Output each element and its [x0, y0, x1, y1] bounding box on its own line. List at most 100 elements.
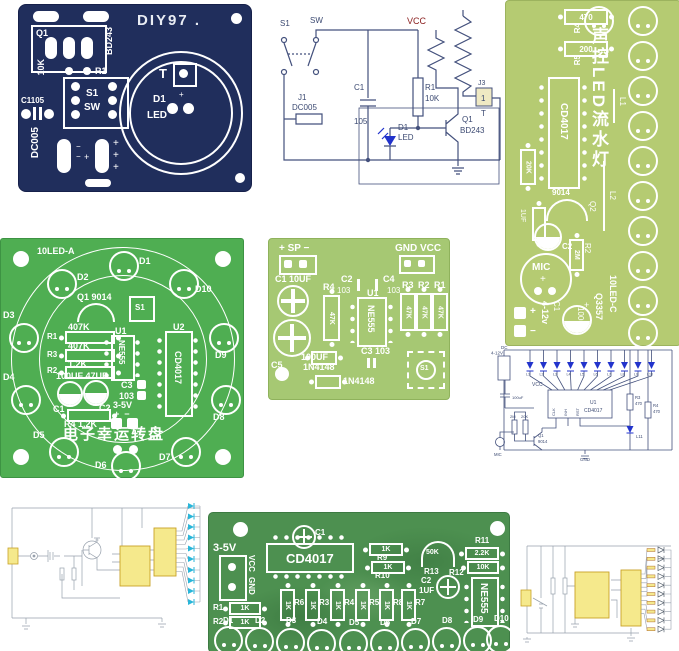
resistor-r2: 1K	[229, 616, 261, 629]
ref-r3: R3	[47, 350, 58, 359]
led-label: L6	[594, 373, 598, 377]
ic-pad-column	[539, 81, 544, 185]
ref-r10: R10	[375, 571, 390, 580]
ic-cd4017-outline: CD4017	[165, 331, 193, 417]
ic-ne555-outline: NE555	[357, 297, 387, 347]
solder-pad	[83, 11, 109, 22]
value-1uf: 1UF	[419, 586, 435, 595]
resistor-outline	[65, 349, 115, 362]
mounting-hole	[235, 173, 245, 183]
ic-cd4017-outline: CD4017	[266, 543, 354, 573]
led-silkscreen	[628, 181, 658, 211]
solder-pad	[137, 380, 146, 389]
jumper-l1	[613, 89, 615, 123]
led-label: L2	[540, 373, 544, 377]
transistor-q2	[546, 199, 588, 221]
led-label: D9	[215, 350, 227, 360]
ref-res: R8	[393, 598, 404, 607]
value-10k: 10K	[36, 59, 46, 76]
label-470: 470	[635, 401, 643, 406]
value-1k: 1K	[383, 600, 390, 610]
led-silkscreen	[628, 6, 658, 36]
solder-pad	[129, 445, 138, 454]
resistor-vertical: 1K	[401, 589, 416, 621]
ref-c1: C1 10UF	[275, 274, 312, 284]
label-vcc: VCC	[532, 382, 543, 388]
led-label: L9	[634, 373, 638, 377]
ref-r3: R3	[402, 280, 414, 290]
led-silkscreen	[49, 437, 79, 467]
value-1k: 1K	[309, 600, 316, 610]
solder-pad	[228, 563, 236, 571]
label-j3: J3	[478, 80, 486, 87]
capacitor-c1	[57, 381, 83, 407]
led-silkscreen	[109, 251, 139, 281]
label-1n4148: 1N4148	[303, 362, 335, 372]
resistor-r4: 47K	[323, 295, 340, 341]
resistor-outline	[65, 331, 115, 344]
solder-pad	[45, 37, 57, 59]
mounting-hole	[13, 251, 29, 267]
label-bd243: BD243	[460, 126, 485, 135]
solder-pad	[65, 67, 73, 75]
label-sw: SW	[310, 16, 323, 25]
led-label: D3	[3, 310, 15, 320]
led-label: D4	[3, 372, 15, 382]
ref-c1: C1	[53, 404, 65, 414]
resistor-r11: 2.2K	[465, 547, 499, 560]
label-u1: U1	[590, 400, 597, 406]
ref-u2: U2	[173, 322, 185, 332]
ic-ne555-outline: NE555	[471, 577, 499, 627]
solder-pad	[418, 260, 425, 267]
ref-l1: L1	[618, 97, 627, 106]
value-407k-2: 407K	[68, 341, 90, 351]
ref-c5: C5	[271, 360, 283, 370]
plus-mark: +	[113, 150, 119, 161]
led-label: D10	[195, 284, 212, 294]
ref-c4: C4	[383, 274, 395, 284]
label-r1: R1	[425, 83, 436, 92]
led-label: D8	[213, 412, 225, 422]
resistor-r1: 47K	[432, 293, 448, 331]
led-label: D6	[380, 618, 391, 627]
resistor-r1: 1K	[229, 602, 261, 615]
label-q1: Q1	[538, 433, 544, 438]
solder-pad	[83, 67, 91, 75]
label-r3: R3	[635, 395, 641, 400]
mic-label: MIC	[532, 262, 551, 273]
value-20k: 20K	[524, 160, 532, 174]
plus-mark: +	[530, 306, 536, 317]
value-1uf: 1UF	[519, 209, 526, 223]
label-r4: R4	[653, 403, 659, 408]
solder-pad	[167, 103, 178, 114]
solder-pad	[95, 139, 109, 173]
pin-inh: INH	[563, 409, 568, 416]
value-47k: 47K	[420, 305, 428, 319]
solder-pad	[57, 139, 71, 173]
led-silkscreen	[209, 323, 239, 353]
part-bd243: BD243	[104, 27, 114, 56]
ref-c1: C1	[552, 301, 561, 312]
label-9014: 9014	[538, 439, 548, 444]
led-label: L5	[580, 373, 584, 377]
ref-l2: L2	[608, 191, 617, 200]
value-1k: 1K	[405, 600, 412, 610]
led-silkscreen	[111, 451, 141, 481]
ref-res: R6	[294, 598, 305, 607]
solder-pad	[179, 69, 188, 78]
part-q3357: Q3357	[594, 293, 604, 321]
voltage-label: 3-5V	[113, 400, 133, 410]
resistor-r3: 47K	[400, 293, 416, 331]
power-pad	[514, 325, 526, 337]
solder-pad	[71, 96, 80, 105]
label-20k: 20K	[521, 414, 528, 419]
minus-mark: −	[76, 142, 81, 151]
solder-pad	[21, 109, 31, 119]
resistor-vertical: 1K	[280, 589, 295, 621]
ref-r1: R1	[47, 332, 58, 341]
resistor-vertical: 1K	[330, 589, 345, 621]
label-j1: J1	[298, 93, 307, 102]
label-d1: D1	[398, 123, 409, 132]
led-label: D6	[95, 460, 107, 470]
label-cd4017: CD4017	[584, 408, 603, 414]
